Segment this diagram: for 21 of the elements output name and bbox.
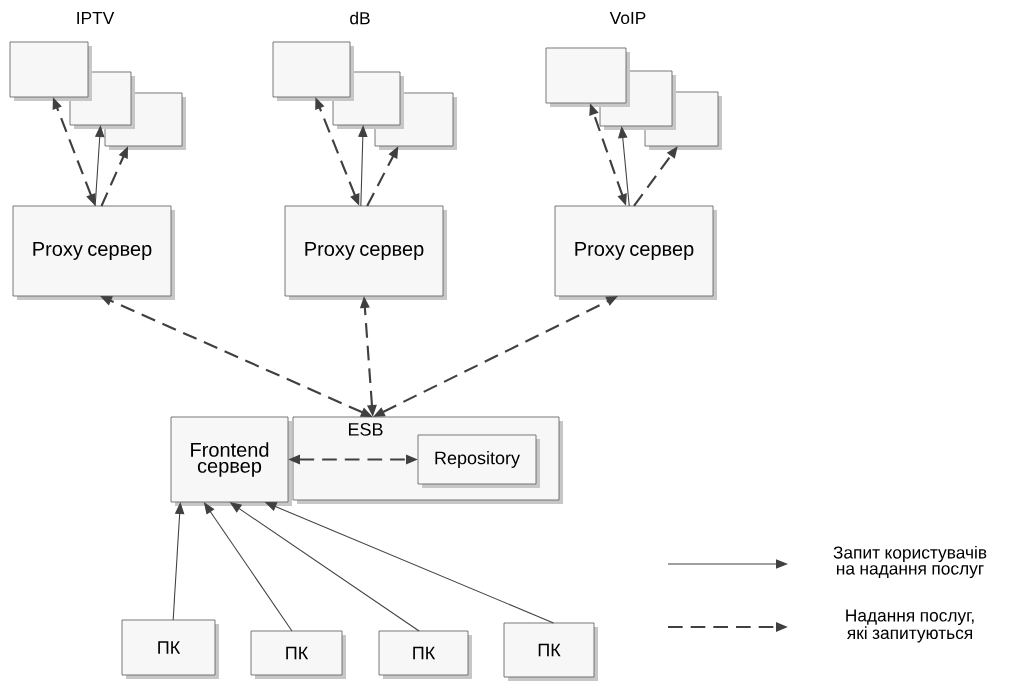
group-title: VoIP bbox=[609, 11, 646, 25]
server-box: Proxy сервер bbox=[12, 205, 175, 300]
group-title: dB bbox=[350, 11, 370, 25]
pc-box: ПК bbox=[250, 630, 346, 679]
server-box bbox=[272, 41, 354, 101]
group-title: IPTV bbox=[77, 12, 115, 24]
server-box bbox=[545, 47, 630, 107]
server-box: Frontend сервер bbox=[170, 416, 292, 506]
pc-box: ПК bbox=[503, 622, 598, 681]
legend-text: Надання послуг, які запитуються bbox=[846, 609, 974, 643]
arrow bbox=[172, 502, 185, 621]
server-box bbox=[9, 41, 92, 101]
pc-box: ПК bbox=[121, 619, 219, 679]
server-box: Proxy сервер bbox=[554, 205, 717, 300]
arrow bbox=[94, 125, 105, 207]
server-box: Proxy сервер bbox=[284, 205, 447, 300]
arrow bbox=[358, 125, 368, 207]
arrow bbox=[617, 126, 630, 207]
legend-text: Запит користувачів на надання послуг bbox=[833, 545, 987, 579]
repository-box: Repository bbox=[417, 434, 540, 488]
pc-box: ПК bbox=[378, 630, 472, 679]
